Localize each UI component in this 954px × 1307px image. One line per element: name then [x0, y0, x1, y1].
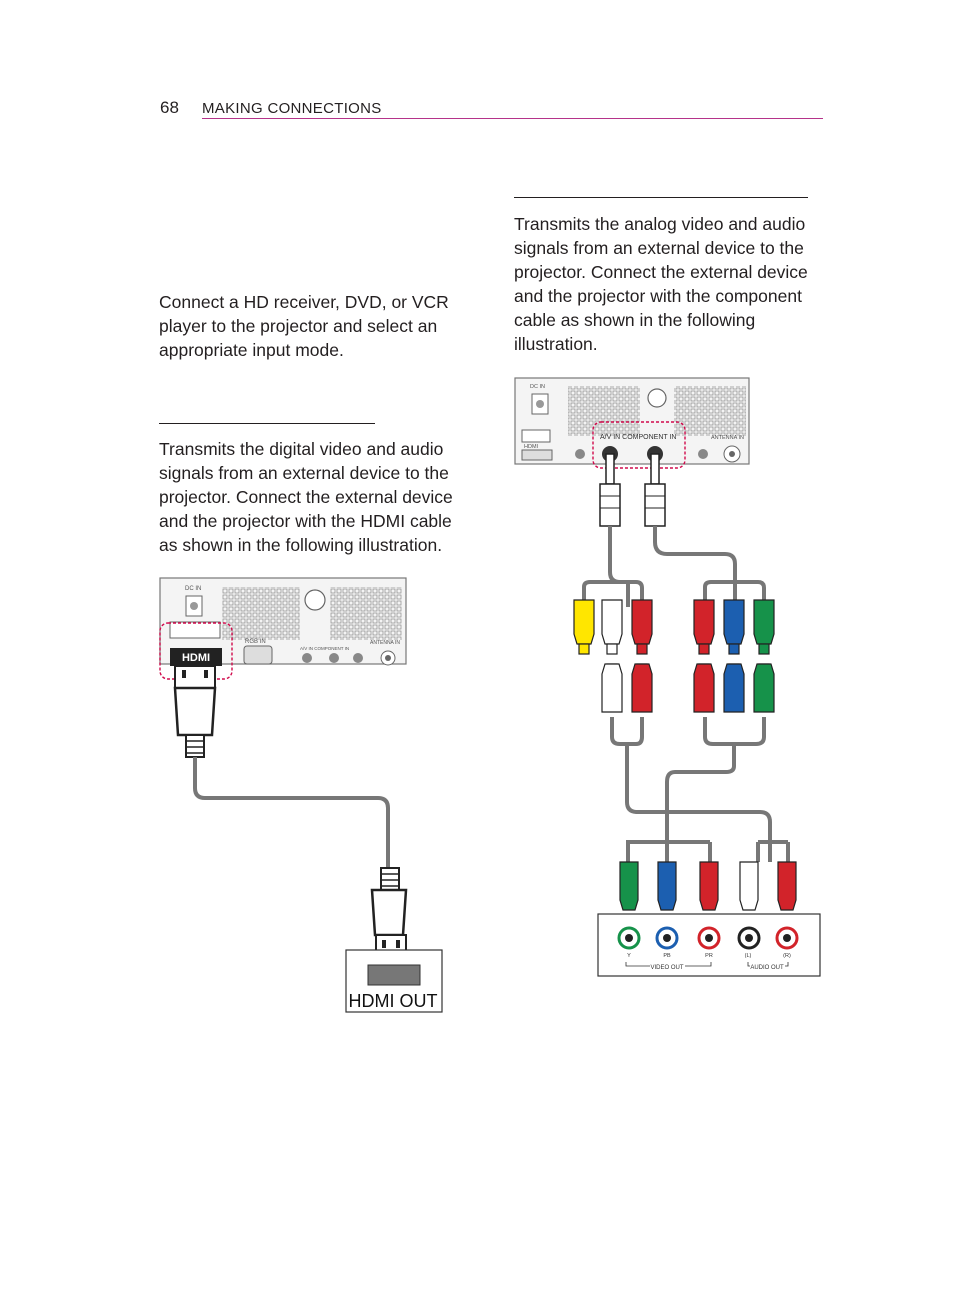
hdmi-paragraph: Transmits the digital video and audio si…: [159, 439, 453, 555]
pr-label: PR: [705, 953, 713, 959]
component-cables: [582, 526, 790, 862]
hdmi-cable: [193, 757, 390, 868]
rca-plugs-device: [619, 861, 797, 911]
dc-in-label: DC IN: [530, 384, 545, 390]
rca-plugs-lower: [601, 663, 775, 713]
y-label: Y: [627, 953, 631, 959]
hdmi-logo-text: HDMI: [182, 652, 210, 664]
right-audio-label: (R): [783, 953, 791, 959]
hdmi-heading-rule: [159, 423, 375, 424]
component-heading-rule: [514, 197, 808, 198]
video-out-label: VIDEO OUT: [650, 965, 683, 971]
hdmi-plug-bottom: [370, 867, 408, 958]
hdmi-connection-illustration: DC IN RGB IN A/V IN COMPONENT IN ANTENNA…: [159, 577, 443, 1013]
hdmi-out-label: HDMI OUT: [349, 991, 438, 1011]
antenna-in-label: ANTENNA IN: [711, 435, 744, 441]
section-title: MAKING CONNECTIONS: [202, 100, 382, 117]
hdmi-out-device: [345, 949, 443, 1013]
av-jack-plugs: [599, 453, 666, 527]
audio-out-label: AUDIO OUT: [750, 965, 784, 971]
dc-in-label: DC IN: [185, 586, 201, 592]
page-header: 68 MAKING CONNECTIONS: [160, 98, 823, 122]
av-component-label: A/V IN COMPONENT IN: [300, 646, 349, 651]
component-connection-illustration: DC IN HDMI ANTENNA IN A/V IN COMPONENT I…: [514, 377, 821, 977]
av-component-label: A/V IN COMPONENT IN: [600, 434, 677, 441]
left-audio-label: (L): [745, 953, 752, 959]
page-number: 68: [160, 98, 179, 117]
component-out-device: [597, 913, 821, 977]
rca-plugs-upper: [573, 599, 775, 655]
intro-paragraph: Connect a HD receiver, DVD, or VCR playe…: [159, 292, 449, 360]
component-paragraph: Transmits the analog video and audio sig…: [514, 214, 808, 354]
pb-label: PB: [663, 953, 671, 959]
projector-rear-panel: [514, 377, 750, 465]
hdmi-label: HDMI: [524, 444, 539, 450]
hdmi-port-logo: [170, 648, 222, 666]
hdmi-plug-top: [173, 665, 217, 758]
av-port-highlight: [592, 421, 686, 469]
antenna-in-label: ANTENNA IN: [370, 640, 400, 646]
hdmi-port-highlight: [159, 622, 233, 680]
rgb-in-label: RGB IN: [245, 639, 266, 645]
header-divider: [202, 118, 823, 119]
